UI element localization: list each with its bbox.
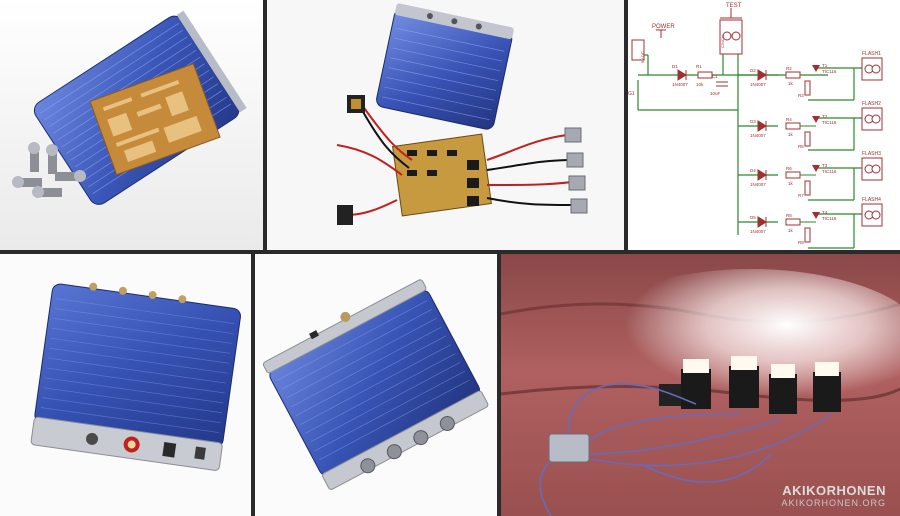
battery-label: 9V DC xyxy=(640,51,645,63)
thyristor-part: TIC116 xyxy=(822,69,837,74)
pulldown-ref: R9 xyxy=(798,240,804,245)
separator-vertical-1 xyxy=(263,0,267,250)
separator-vertical-4 xyxy=(497,254,501,516)
r1-ref: R1 xyxy=(696,64,702,69)
watermark-sub: AKIKORHONEN.ORG xyxy=(781,498,886,508)
pulldown-resistor xyxy=(804,227,811,243)
diode-ref: D2 xyxy=(750,68,756,73)
d1-part: 1N4007 xyxy=(672,82,688,87)
pulldown-ref: R5 xyxy=(798,144,804,149)
diode-part: 1N4007 xyxy=(750,182,766,187)
diode-ref: D4 xyxy=(750,168,756,173)
resistor-ref: R6 xyxy=(786,166,792,171)
power-label: POWER xyxy=(652,24,675,30)
schematic-channels: D21N4007R21kT1TIC116R3D31N4007R41kT2TIC1… xyxy=(750,63,837,245)
resistor-value: 1k xyxy=(788,132,794,137)
thyristor-ref: T1 xyxy=(822,63,828,68)
pulldown-resistor xyxy=(804,180,811,196)
diode-symbol xyxy=(757,216,767,228)
photo-enclosure-back-image xyxy=(255,254,497,516)
resistor-symbol xyxy=(785,171,801,179)
thyristor-symbol xyxy=(812,165,820,172)
pulldown-resistor xyxy=(804,80,811,96)
flash-output-label: FLASH2 xyxy=(862,101,881,107)
thyristor-ref: T2 xyxy=(822,114,828,119)
diode-symbol xyxy=(757,69,767,81)
resistor-symbol xyxy=(785,71,801,79)
flash-output-label: FLASH4 xyxy=(862,197,881,203)
watermark-main: AKIKORHONEN xyxy=(782,483,886,498)
resistor-ref: R8 xyxy=(786,213,792,218)
separator-horizontal xyxy=(0,250,900,254)
photo-flashes-on-sofa: AKIKORHONEN AKIKORHONEN.ORG xyxy=(501,254,900,516)
photo-assembled-circuit xyxy=(267,0,624,250)
diode-part: 1N4007 xyxy=(750,82,766,87)
c1-value: 10uF xyxy=(710,91,721,96)
resistor-value: 1k xyxy=(788,228,794,233)
diode-symbol xyxy=(757,120,767,132)
photo-enclosure-front-image xyxy=(0,254,251,516)
diode-part: 1N4007 xyxy=(750,229,766,234)
thyristor-part: TIC116 xyxy=(822,216,837,221)
thyristor-symbol xyxy=(812,212,820,219)
test-connector-label: CINCH xyxy=(720,35,725,48)
resistor-value: 1k xyxy=(788,181,794,186)
resistor-value: 1k xyxy=(788,81,794,86)
thyristor-symbol xyxy=(812,116,820,123)
resistor-ref: R4 xyxy=(786,117,792,122)
c1-ref: C1 xyxy=(712,74,718,79)
photo-assembled-circuit-image xyxy=(267,0,624,250)
separator-vertical-3 xyxy=(251,254,255,516)
thyristor-ref: T3 xyxy=(822,163,828,168)
schematic-drawing: D21N4007R21kT1TIC116R3D31N4007R41kT2TIC1… xyxy=(628,3,883,249)
photo-flashes-on-sofa-image xyxy=(501,254,900,516)
thyristor-part: TIC116 xyxy=(822,120,837,125)
separator-vertical-2 xyxy=(624,0,628,250)
diode-symbol xyxy=(757,169,767,181)
pulldown-ref: R3 xyxy=(798,93,804,98)
diode-ref: D3 xyxy=(750,119,756,124)
photo-enclosure-back xyxy=(255,254,497,516)
test-label: TEST xyxy=(726,3,742,9)
pulldown-resistor xyxy=(804,131,811,147)
flash-output-label: FLASH1 xyxy=(862,51,881,57)
photo-enclosure-front xyxy=(0,254,251,516)
photo-enclosure-with-pcb xyxy=(0,0,263,250)
photo-enclosure-with-pcb-image xyxy=(0,0,263,250)
d1-ref: D1 xyxy=(672,64,678,69)
watermark: AKIKORHONEN AKIKORHONEN.ORG xyxy=(781,483,886,508)
resistor-ref: R2 xyxy=(786,66,792,71)
g1-label: G1 xyxy=(628,91,635,97)
r1-value: 10k xyxy=(696,82,704,87)
flash-output-label: FLASH3 xyxy=(862,151,881,157)
resistor-symbol xyxy=(785,122,801,130)
pulldown-ref: R7 xyxy=(798,193,804,198)
resistor-symbol xyxy=(785,218,801,226)
diode-part: 1N4007 xyxy=(750,133,766,138)
thyristor-part: TIC116 xyxy=(822,169,837,174)
connectors-pile xyxy=(12,142,86,198)
thyristor-ref: T4 xyxy=(822,210,828,215)
diode-ref: D5 xyxy=(750,215,756,220)
thyristor-symbol xyxy=(812,65,820,72)
